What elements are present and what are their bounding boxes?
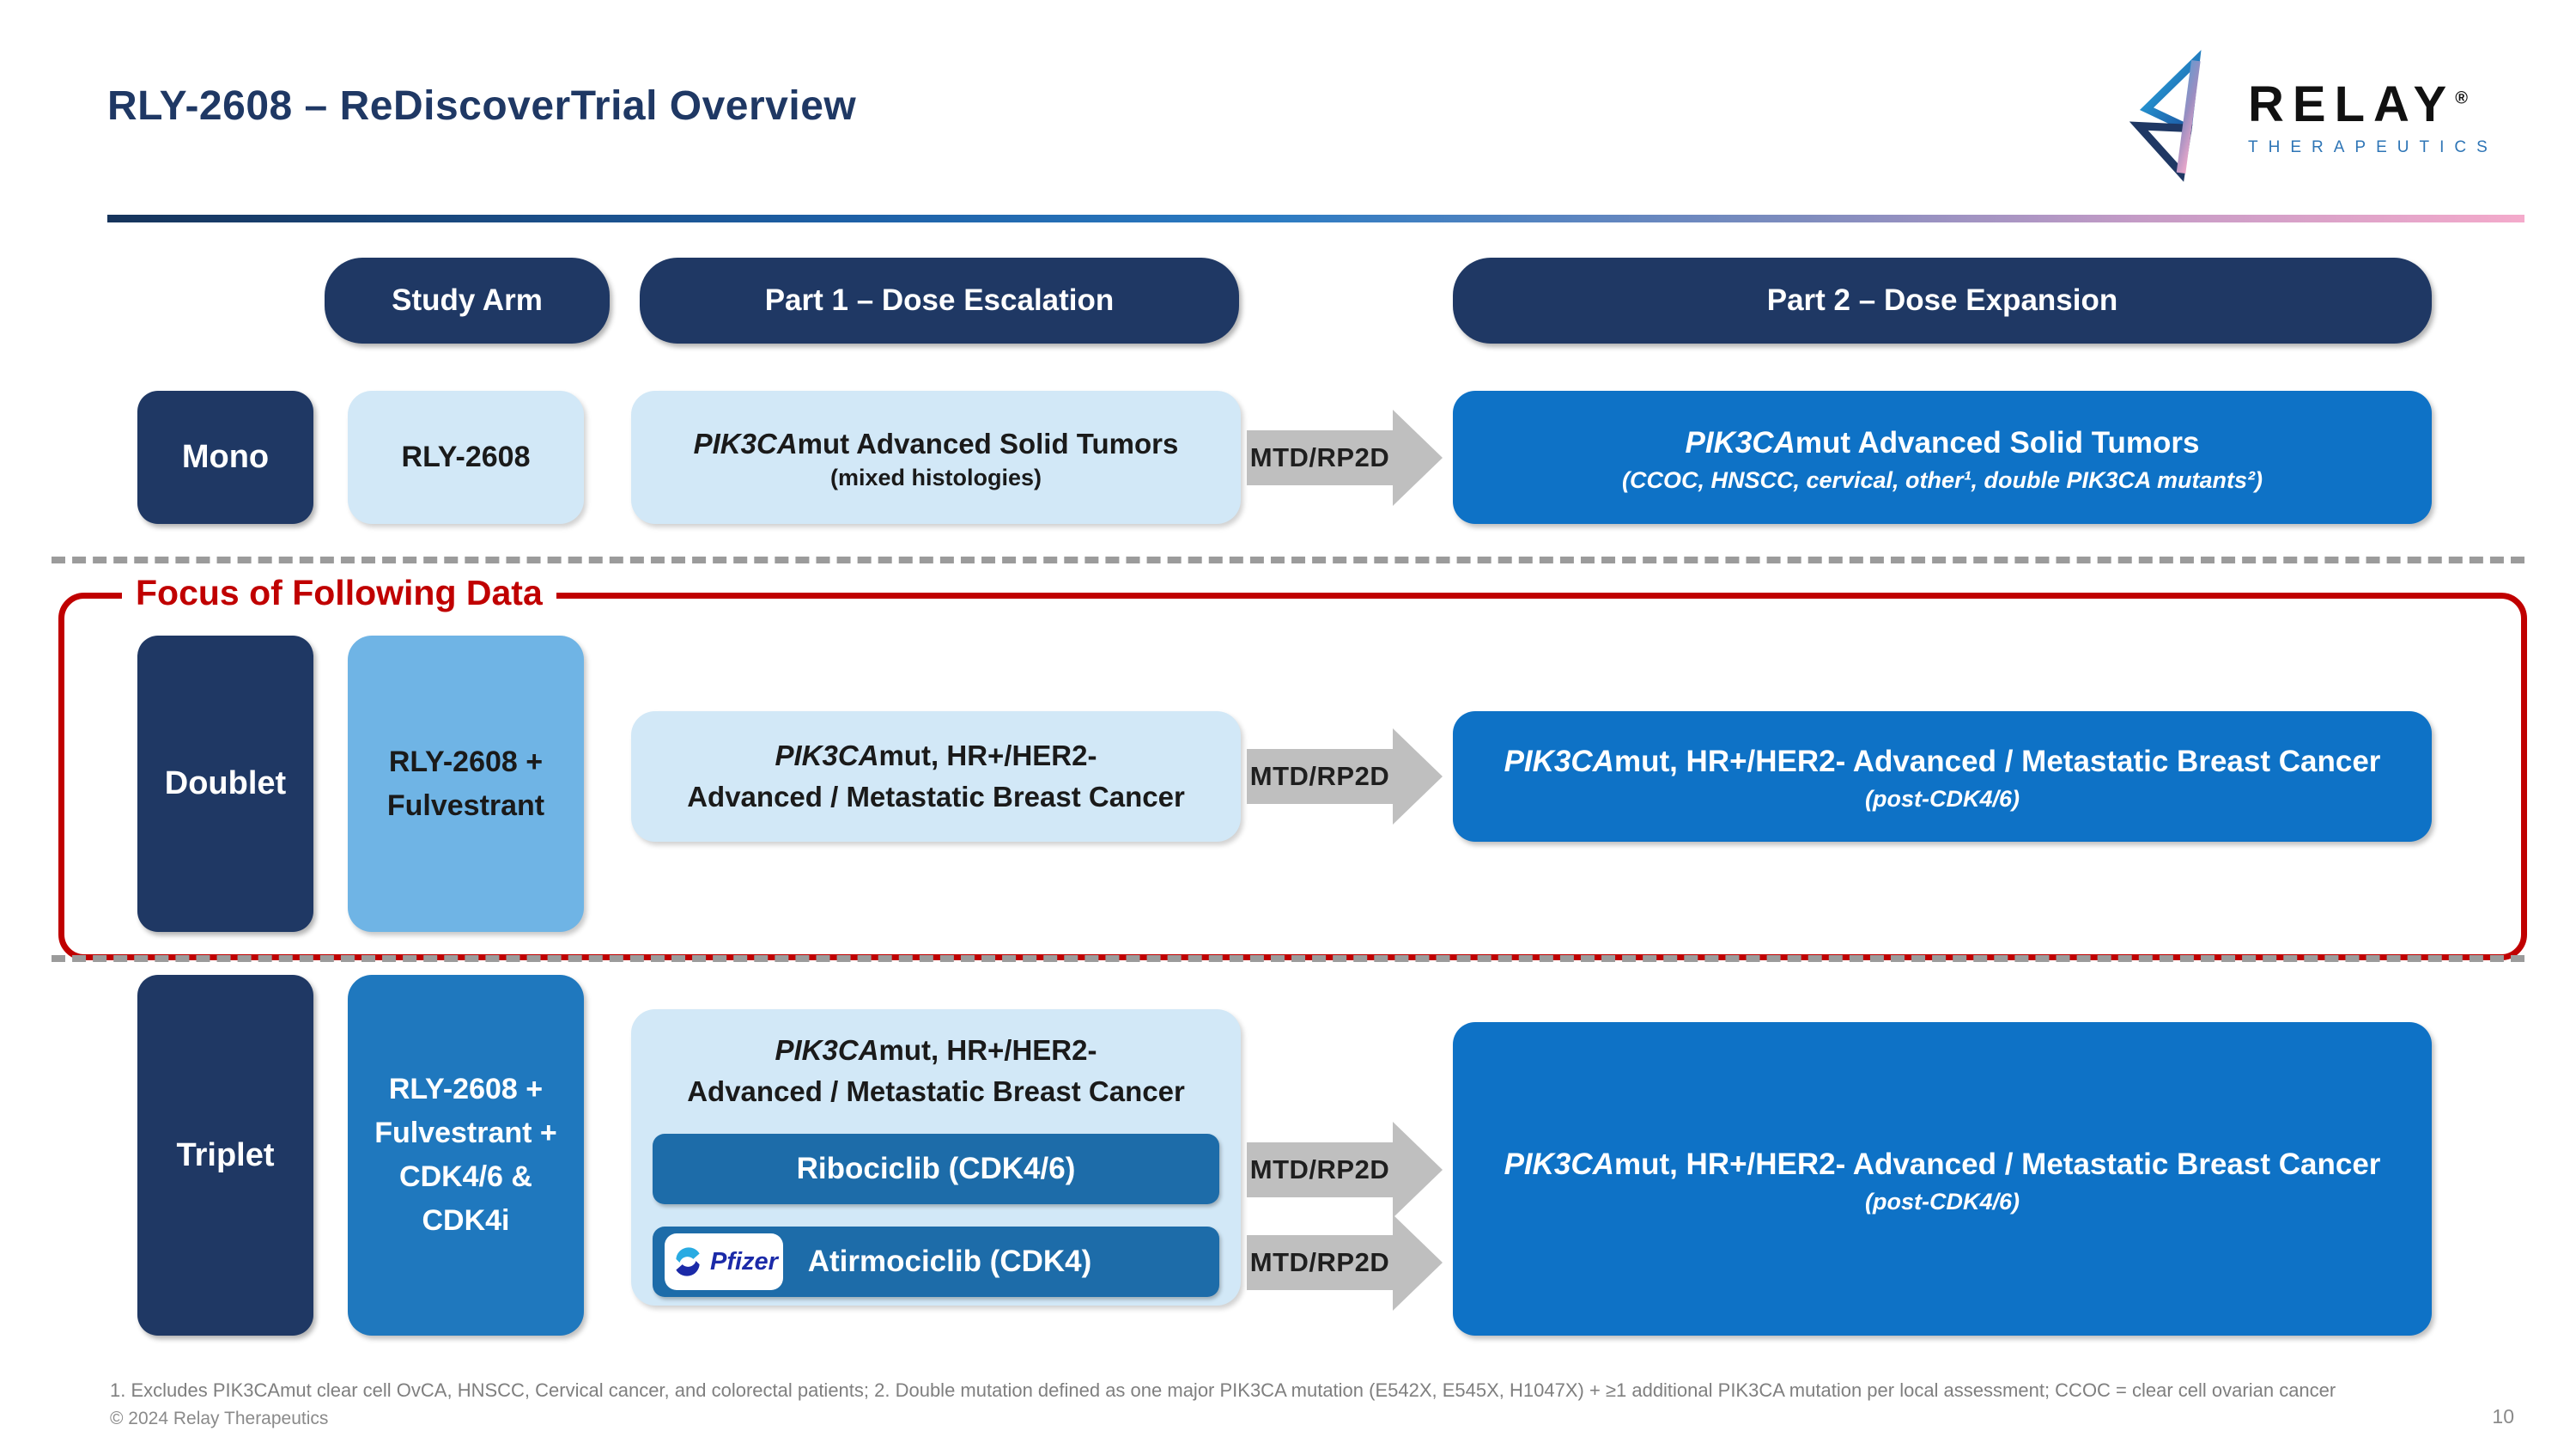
drug-box-atirmociclib: Pfizer Atirmociclib (CDK4)	[653, 1227, 1219, 1297]
copyright: © 2024 Relay Therapeutics	[110, 1409, 329, 1428]
part1-mono-line1: PIK3CAmut Advanced Solid Tumors	[694, 423, 1179, 465]
drug-label-ribociclib: Ribociclib (CDK4/6)	[796, 1152, 1076, 1185]
gene-label: PIK3CA	[775, 1034, 879, 1066]
part2-triplet-line2: (post-CDK4/6)	[1865, 1188, 2020, 1215]
arrow-label: MTD/RP2D	[1249, 442, 1390, 472]
part2-doublet-line1: PIK3CAmut, HR+/HER2- Advanced / Metastat…	[1504, 740, 2381, 782]
arrow-label: MTD/RP2D	[1249, 1247, 1390, 1277]
regimen-label-triplet: RLY-2608 + Fulvestrant + CDK4/6 & CDK4i	[374, 1073, 557, 1237]
mtd-rp2d-arrow-triplet-1: MTD/RP2D	[1247, 1142, 1393, 1197]
header-study-arm: Study Arm	[325, 258, 610, 344]
arm-box-triplet: Triplet	[137, 975, 313, 1336]
header-part2-label: Part 2 – Dose Expansion	[1766, 283, 2118, 317]
part2-doublet-line1-rest: mut, HR+/HER2- Advanced / Metastatic Bre…	[1613, 745, 2381, 778]
part1-triplet-line1-rest: mut, HR+/HER2-	[878, 1034, 1097, 1066]
logo-brand-word: RELAY	[2248, 76, 2456, 132]
header-study-arm-label: Study Arm	[392, 283, 543, 317]
regimen-label-doublet: RLY-2608 + Fulvestrant	[386, 745, 545, 822]
gene-label: PIK3CA	[1504, 745, 1614, 778]
part2-mono-line2: (CCOC, HNSCC, cervical, other¹, double P…	[1621, 466, 2263, 493]
part2-box-mono: PIK3CAmut Advanced Solid Tumors (CCOC, H…	[1453, 391, 2432, 524]
pfizer-badge: Pfizer	[665, 1233, 783, 1290]
arm-box-doublet: Doublet	[137, 636, 313, 932]
part1-doublet-line1-rest: mut, HR+/HER2-	[878, 740, 1097, 772]
page-title: RLY-2608 – ReDiscoverTrial Overview	[107, 83, 857, 129]
gene-label: PIK3CA	[1685, 425, 1795, 460]
arm-label-mono: Mono	[181, 439, 270, 475]
regimen-box-triplet: RLY-2608 + Fulvestrant + CDK4/6 & CDK4i	[348, 975, 584, 1336]
part1-mono-line1-rest: mut Advanced Solid Tumors	[797, 428, 1179, 460]
arm-label-doublet: Doublet	[164, 765, 287, 801]
part1-box-mono: PIK3CAmut Advanced Solid Tumors (mixed h…	[631, 391, 1241, 524]
part2-box-doublet: PIK3CAmut, HR+/HER2- Advanced / Metastat…	[1453, 711, 2432, 842]
page-number: 10	[2492, 1405, 2514, 1428]
pfizer-wordmark: Pfizer	[710, 1247, 778, 1275]
header-part2: Part 2 – Dose Expansion	[1453, 258, 2432, 344]
part1-doublet-line2: Advanced / Metastatic Breast Cancer	[687, 781, 1185, 813]
header-part1: Part 1 – Dose Escalation	[640, 258, 1239, 344]
drug-box-ribociclib: Ribociclib (CDK4/6)	[653, 1134, 1219, 1204]
part2-triplet-line1-rest: mut, HR+/HER2- Advanced / Metastatic Bre…	[1613, 1147, 2381, 1181]
registered-mark: ®	[2455, 88, 2468, 108]
logo-subtitle: THERAPEUTICS	[2248, 138, 2498, 156]
arm-label-triplet: Triplet	[176, 1136, 275, 1173]
part1-doublet-line1: PIK3CAmut, HR+/HER2-	[775, 735, 1097, 776]
mtd-rp2d-arrow-mono: MTD/RP2D	[1247, 430, 1393, 485]
relay-logo-text: RELAY® THERAPEUTICS	[2248, 80, 2498, 157]
part1-triplet-line1: PIK3CAmut, HR+/HER2-	[775, 1030, 1097, 1071]
regimen-label-mono: RLY-2608	[401, 441, 531, 473]
dashed-divider-2	[52, 955, 2524, 962]
mtd-rp2d-arrow-doublet: MTD/RP2D	[1247, 749, 1393, 804]
regimen-box-mono: RLY-2608	[348, 391, 584, 524]
part2-mono-line1: PIK3CAmut Advanced Solid Tumors	[1686, 422, 2200, 464]
focus-label: Focus of Following Data	[122, 570, 556, 615]
part2-doublet-line2: (post-CDK4/6)	[1865, 786, 2020, 812]
gradient-divider	[107, 215, 2524, 222]
regimen-box-doublet: RLY-2608 + Fulvestrant	[348, 636, 584, 932]
pfizer-swirl-icon	[676, 1247, 700, 1276]
part1-mono-line2: (mixed histologies)	[829, 464, 1042, 490]
relay-logo: RELAY® THERAPEUTICS	[2129, 41, 2524, 196]
part2-mono-line1-rest: mut Advanced Solid Tumors	[1795, 425, 2200, 460]
logo-brand: RELAY®	[2248, 80, 2498, 130]
header-part1-label: Part 1 – Dose Escalation	[764, 283, 1115, 317]
part1-triplet-line2: Advanced / Metastatic Breast Cancer	[687, 1075, 1185, 1107]
arm-box-mono: Mono	[137, 391, 313, 524]
relay-logo-icon	[2129, 50, 2202, 182]
footnote: 1. Excludes PIK3CAmut clear cell OvCA, H…	[110, 1379, 2336, 1401]
gene-label: PIK3CA	[1504, 1147, 1614, 1181]
gene-label: PIK3CA	[775, 740, 879, 772]
dashed-divider-1	[52, 557, 2524, 563]
drug-label-atirmociclib: Atirmociclib (CDK4)	[807, 1245, 1092, 1278]
gene-label: PIK3CA	[693, 428, 798, 460]
mtd-rp2d-arrow-triplet-2: MTD/RP2D	[1247, 1235, 1393, 1290]
part2-triplet-line1: PIK3CAmut, HR+/HER2- Advanced / Metastat…	[1504, 1143, 2381, 1185]
arrow-label: MTD/RP2D	[1249, 761, 1390, 791]
part1-box-doublet: PIK3CAmut, HR+/HER2- Advanced / Metastat…	[631, 711, 1241, 842]
arrow-label: MTD/RP2D	[1249, 1154, 1390, 1184]
part2-box-triplet: PIK3CAmut, HR+/HER2- Advanced / Metastat…	[1453, 1022, 2432, 1336]
